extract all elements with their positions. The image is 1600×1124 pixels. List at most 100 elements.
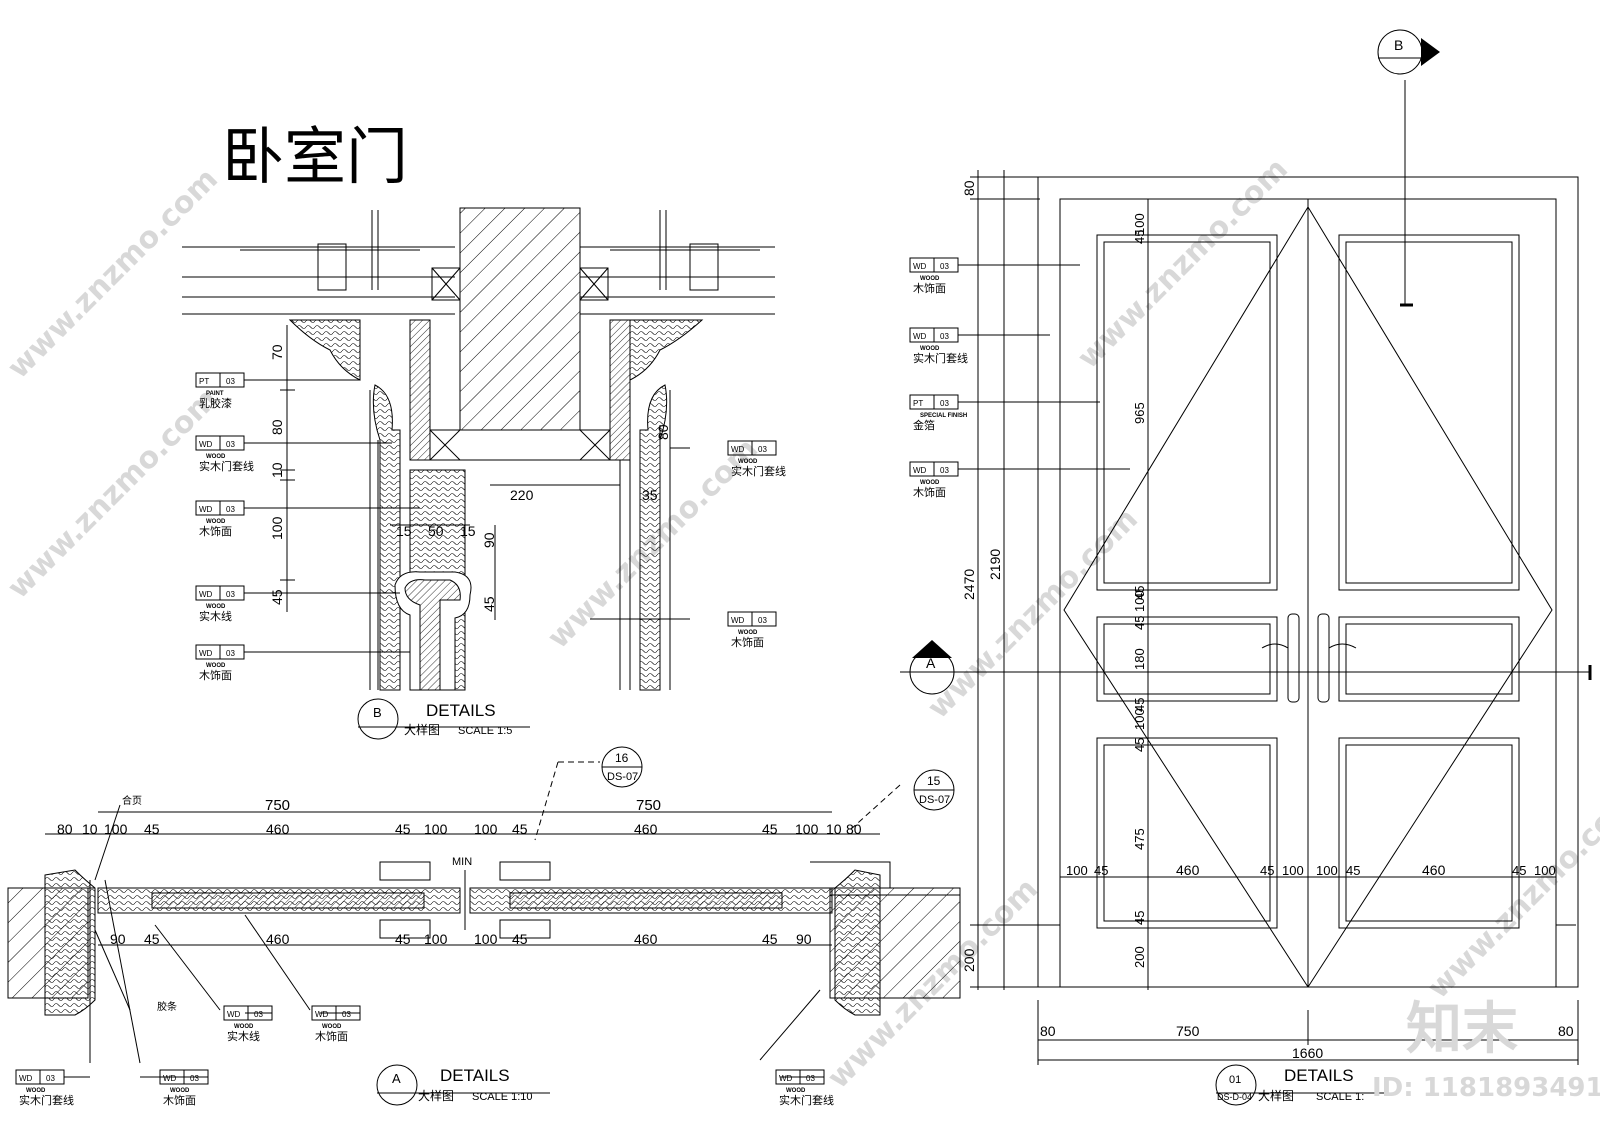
- callout-material: SPECIAL FINISH: [920, 413, 967, 419]
- elev-b-2: 80: [1558, 1023, 1574, 1039]
- dim-b-220: 220: [510, 487, 534, 503]
- elev-inner-7: 45: [1132, 698, 1147, 712]
- callout-name: 金箔: [913, 418, 935, 432]
- callout-material: WOOD: [206, 454, 226, 460]
- dim-a-r3-1: 45: [144, 931, 160, 947]
- callout-material: WOOD: [206, 663, 226, 669]
- elev-inner-5: 45: [1132, 616, 1147, 630]
- dim-a-r2-12: 10: [826, 821, 842, 837]
- drawing-title: 卧室门: [222, 120, 408, 193]
- callout-number: 03: [226, 590, 235, 599]
- dim-a-r2-6: 100: [424, 821, 448, 837]
- dim-b-35: 35: [642, 487, 658, 503]
- callout-name: 实木门套线: [913, 351, 968, 365]
- callout-name: 实木门套线: [779, 1093, 834, 1107]
- callout-name: 木饰面: [199, 524, 232, 538]
- watermark-text-3: www.znzmo.com: [1071, 152, 1295, 376]
- elev-dim-overall: 2470: [961, 569, 977, 600]
- callout-material: WOOD: [920, 346, 940, 352]
- callout-name: 木饰面: [913, 485, 946, 499]
- callout-code: WD: [315, 1010, 329, 1019]
- watermark-id: ID: 1181893491: [1372, 1073, 1600, 1103]
- elev-sheet: DS-D-04: [1217, 1092, 1252, 1102]
- elev-inner-10: 475: [1132, 828, 1147, 850]
- detail-a-title-block: A DETAILS 大样图 SCALE 1:10: [376, 1064, 550, 1106]
- dim-a-r2-3: 45: [144, 821, 160, 837]
- glue-label: 胶条: [157, 1000, 177, 1013]
- watermark-logo: 知末 ID: 1181893491: [1372, 997, 1600, 1103]
- dim-a-r3-6: 45: [512, 931, 528, 947]
- detail-a-scale: SCALE 1:10: [472, 1091, 533, 1103]
- callout-name: 乳胶漆: [199, 396, 232, 410]
- elev-b-0: 80: [1040, 1023, 1056, 1039]
- dim-a-r2-7: 100: [474, 821, 498, 837]
- callout-code: WD: [19, 1074, 33, 1083]
- elev-w-4: 100: [1282, 863, 1304, 878]
- callout-material: WOOD: [920, 276, 940, 282]
- dim-a-r2-1: 10: [82, 821, 98, 837]
- dim-a-r3-3: 45: [395, 931, 411, 947]
- callout-code: WD: [227, 1010, 241, 1019]
- watermark-text-6: www.znzmo.com: [1, 382, 225, 606]
- elev-inner-4: 100: [1132, 590, 1147, 612]
- callout-number: 03: [940, 262, 949, 271]
- detail-a-sub: 大样图: [418, 1088, 454, 1103]
- ref15-sheet: DS-07: [919, 794, 950, 806]
- dim-a-r2-11: 100: [795, 821, 819, 837]
- dim-a-r3-9: 90: [796, 931, 812, 947]
- callout-number: 03: [226, 505, 235, 514]
- dim-b-90: 90: [481, 532, 497, 548]
- dim-a-750-left: 750: [265, 797, 290, 814]
- dim-a-r2-0: 80: [57, 821, 73, 837]
- ref16-num: 16: [615, 751, 629, 765]
- callout-number: 03: [940, 466, 949, 475]
- callout-number: 03: [940, 399, 949, 408]
- callout-name: 实木门套线: [199, 459, 254, 473]
- callout-number: 03: [226, 649, 235, 658]
- watermark-text-5: www.znzmo.com: [1421, 782, 1600, 1006]
- dim-a-r2-9: 460: [634, 821, 658, 837]
- callout-name: 木饰面: [199, 668, 232, 682]
- detail-b-scale: SCALE 1:5: [458, 725, 512, 737]
- elev-b-3: 1660: [1292, 1045, 1323, 1061]
- dim-b-15b: 15: [460, 523, 476, 539]
- dim-a-r3-5: 100: [474, 931, 498, 947]
- elev-b-1: 750: [1176, 1023, 1200, 1039]
- callout-number: 03: [226, 440, 235, 449]
- dim-a-r3-4: 100: [424, 931, 448, 947]
- dim-a-r2-2: 100: [104, 821, 128, 837]
- elev-dim-door: 2190: [987, 549, 1003, 580]
- dim-a-750-right: 750: [636, 797, 661, 814]
- door-elevation: [900, 80, 1592, 1065]
- callout-code: WD: [199, 649, 213, 658]
- callout-code: WD: [913, 262, 927, 271]
- watermark-text-1: www.znzmo.com: [1, 162, 225, 386]
- elev-w-5: 100: [1316, 863, 1338, 878]
- watermark-text-4: www.znzmo.com: [921, 502, 1145, 726]
- detail-b-title-block: B DETAILS 大样图 SCALE 1:5: [357, 698, 530, 740]
- ref16-sheet: DS-07: [607, 771, 638, 783]
- callout-number: 03: [940, 332, 949, 341]
- callout-number: 03: [46, 1074, 55, 1083]
- ref15-num: 15: [927, 774, 941, 788]
- callout-code: WD: [913, 332, 927, 341]
- callout-code: WD: [913, 466, 927, 475]
- callout-code: WD: [731, 616, 745, 625]
- callout-code: WD: [199, 440, 213, 449]
- dim-b-70: 70: [269, 344, 285, 360]
- dim-b-45b: 45: [481, 596, 497, 612]
- dim-a-r3-0: 90: [110, 931, 126, 947]
- elev-inner-2: 965: [1132, 402, 1147, 424]
- elev-inner-11: 45: [1132, 911, 1147, 925]
- callout-code: WD: [731, 445, 745, 454]
- elev-inner-0: 100: [1132, 213, 1147, 235]
- dim-a-r3-7: 460: [634, 931, 658, 947]
